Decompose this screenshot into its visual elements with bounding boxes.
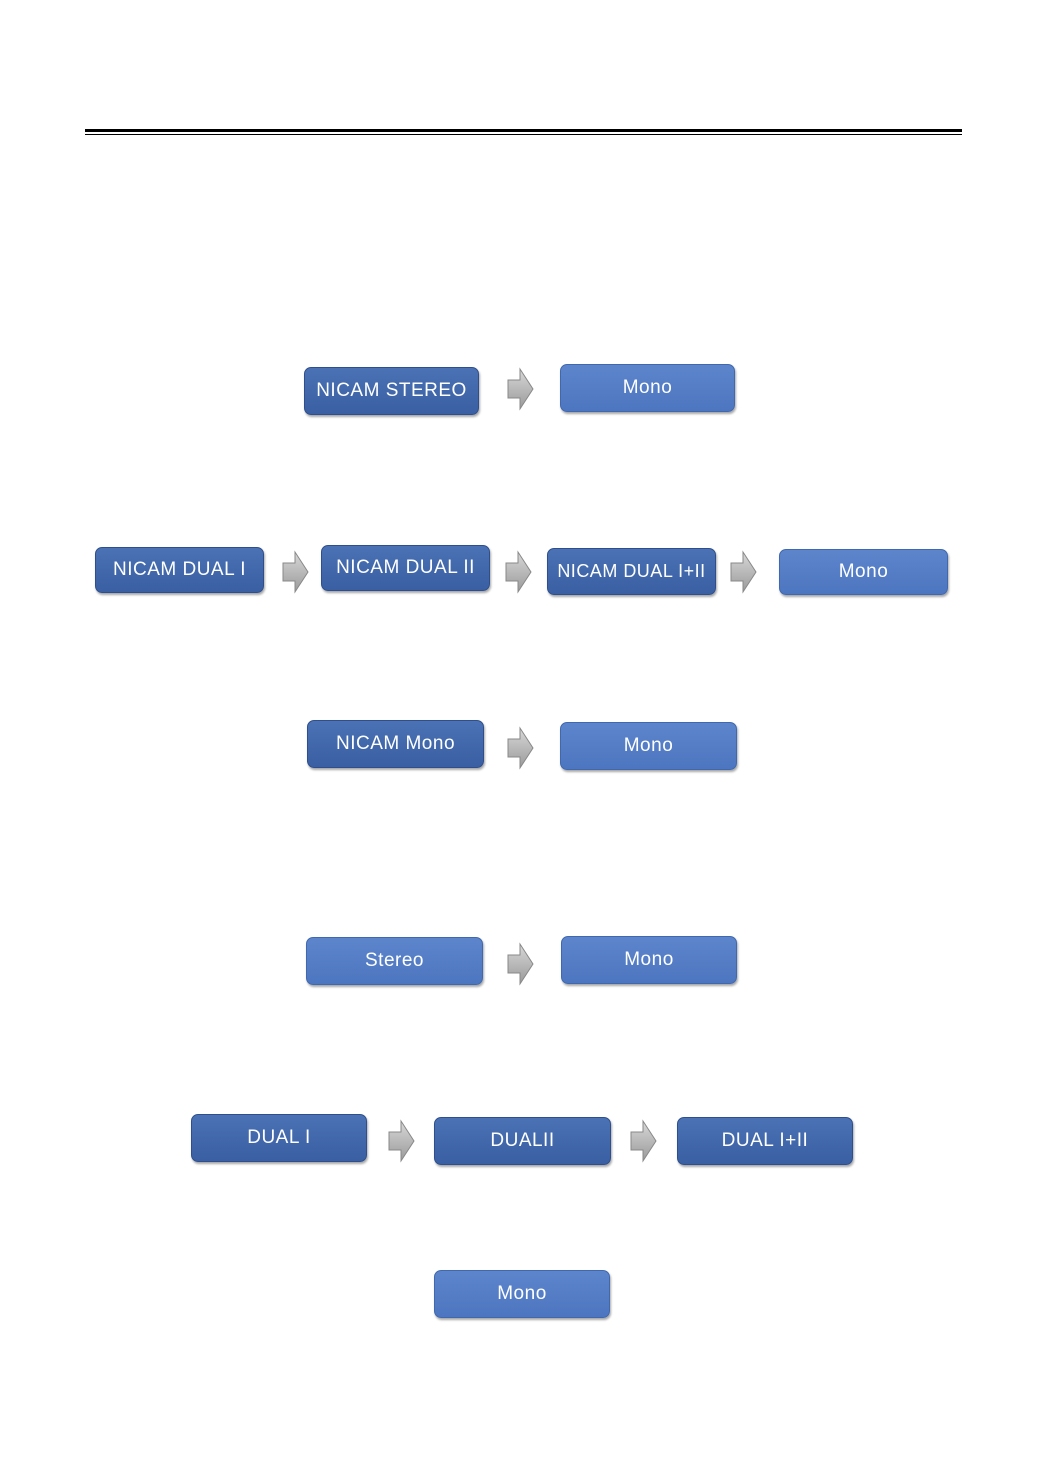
node-mono: Mono: [561, 936, 737, 984]
right-arrow-icon: [506, 367, 534, 411]
node-mono: Mono: [434, 1270, 610, 1318]
node-dual-i-ii: DUAL I+II: [677, 1117, 853, 1165]
header-rule-thick: [85, 129, 962, 132]
node-nicam-mono: NICAM Mono: [307, 720, 484, 768]
node-stereo: Stereo: [306, 937, 483, 985]
right-arrow-icon: [629, 1119, 657, 1163]
node-mono: Mono: [779, 549, 948, 595]
node-dual-ii: DUALII: [434, 1117, 611, 1165]
right-arrow-icon: [281, 550, 309, 594]
header-rule-thin: [85, 134, 962, 135]
node-nicam-dual-i-ii: NICAM DUAL I+II: [547, 548, 716, 595]
node-nicam-dual-i: NICAM DUAL I: [95, 547, 264, 593]
node-dual-i: DUAL I: [191, 1114, 367, 1162]
node-nicam-stereo: NICAM STEREO: [304, 367, 479, 415]
node-nicam-dual-ii: NICAM DUAL II: [321, 545, 490, 591]
right-arrow-icon: [506, 726, 534, 770]
node-mono: Mono: [560, 722, 737, 770]
right-arrow-icon: [729, 550, 757, 594]
right-arrow-icon: [387, 1119, 415, 1163]
right-arrow-icon: [504, 550, 532, 594]
node-mono: Mono: [560, 364, 735, 412]
right-arrow-icon: [506, 942, 534, 986]
